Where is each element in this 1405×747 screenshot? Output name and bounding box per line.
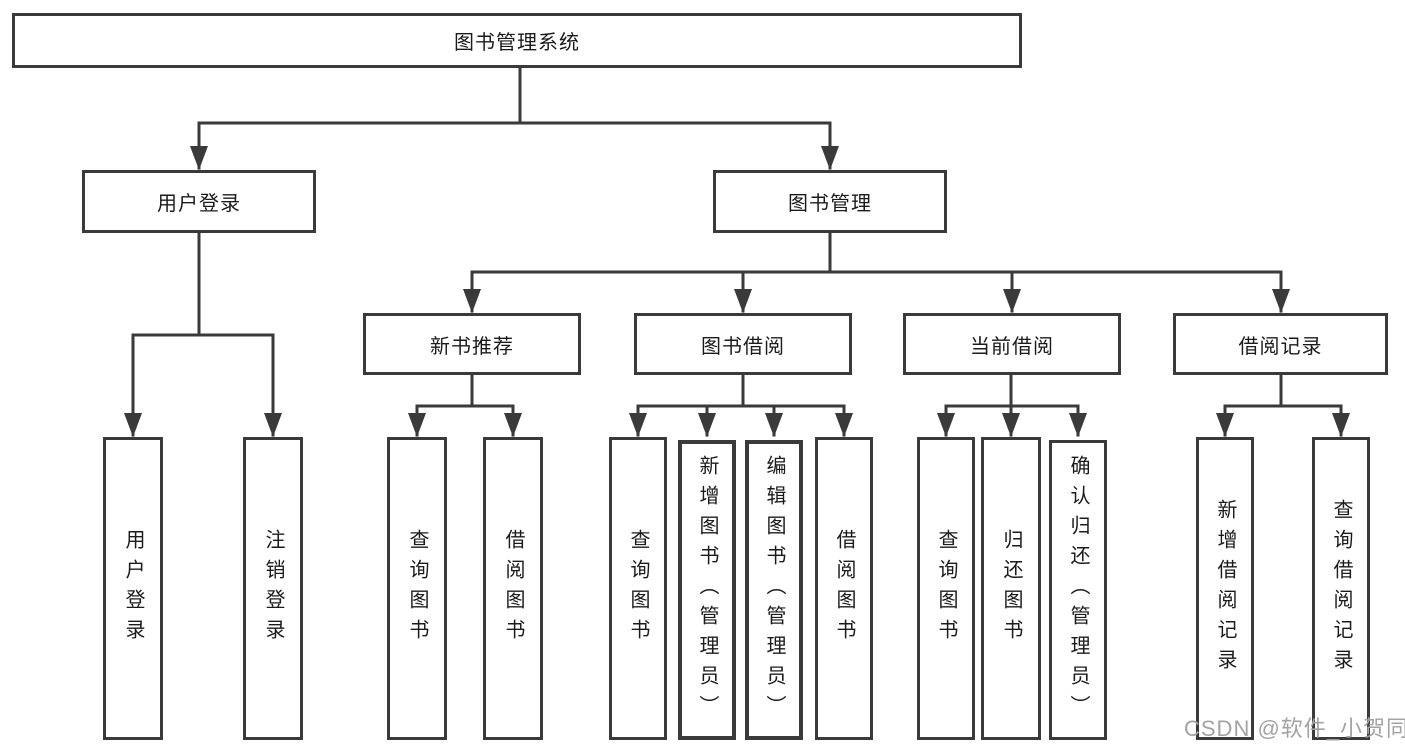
- node-label: 借阅记录: [1238, 335, 1323, 358]
- leaf-current-query-books: 查询图书: [917, 437, 975, 740]
- node-label: 查询图书: [406, 528, 428, 649]
- node-current-borrowing: 当前借阅: [903, 313, 1121, 375]
- leaf-newbook-borrow-books: 借阅图书: [483, 437, 543, 740]
- leaf-edit-books-admin: 编辑图书（管理员）: [745, 440, 803, 740]
- node-label: 新增图书（管理员）: [696, 455, 718, 725]
- node-label: 图书管理: [788, 193, 872, 215]
- node-new-book-recommend: 新书推荐: [363, 313, 581, 375]
- node-label: 确认归还（管理员）: [1067, 455, 1089, 725]
- leaf-newbook-query-books: 查询图书: [387, 437, 447, 740]
- node-label: 用户登录: [157, 193, 241, 215]
- node-label: 归还图书: [1000, 528, 1022, 649]
- node-label: 查询借阅记录: [1330, 498, 1352, 679]
- node-label: 用户登录: [122, 528, 144, 649]
- node-label: 当前借阅: [970, 335, 1054, 358]
- node-label: 查询图书: [935, 528, 957, 649]
- leaf-borrowing-query-books: 查询图书: [609, 437, 667, 740]
- watermark: CSDN @软件_小贺同学: [1184, 716, 1405, 741]
- node-label: 新书推荐: [430, 335, 514, 358]
- connector-paths: [131, 66, 1343, 437]
- leaf-query-borrow-record: 查询借阅记录: [1312, 437, 1370, 740]
- leaf-logout: 注销登录: [243, 437, 303, 740]
- leaf-borrowing-borrow-books: 借阅图书: [815, 437, 873, 740]
- leaf-add-borrow-record: 新增借阅记录: [1196, 437, 1254, 740]
- leaf-add-books-admin: 新增图书（管理员）: [678, 440, 736, 740]
- node-label: 图书管理系统: [454, 32, 580, 54]
- arrowheads: [124, 146, 1350, 437]
- leaf-return-books: 归还图书: [981, 437, 1041, 740]
- node-book-borrowing: 图书借阅: [634, 313, 852, 375]
- node-label: 编辑图书（管理员）: [763, 455, 785, 725]
- node-label: 借阅图书: [833, 528, 855, 649]
- node-label: 查询图书: [627, 528, 649, 649]
- node-label: 图书借阅: [701, 335, 785, 358]
- node-label: 注销登录: [262, 528, 284, 649]
- node-library-management-system: 图书管理系统: [12, 13, 1022, 68]
- leaf-confirm-return-admin: 确认归还（管理员）: [1049, 440, 1107, 740]
- node-label: 新增借阅记录: [1214, 498, 1236, 679]
- leaf-user-login: 用户登录: [103, 437, 163, 740]
- node-label: 借阅图书: [502, 528, 524, 649]
- node-borrow-records: 借阅记录: [1173, 313, 1388, 375]
- node-user-login: 用户登录: [82, 170, 316, 233]
- node-book-management: 图书管理: [713, 170, 947, 233]
